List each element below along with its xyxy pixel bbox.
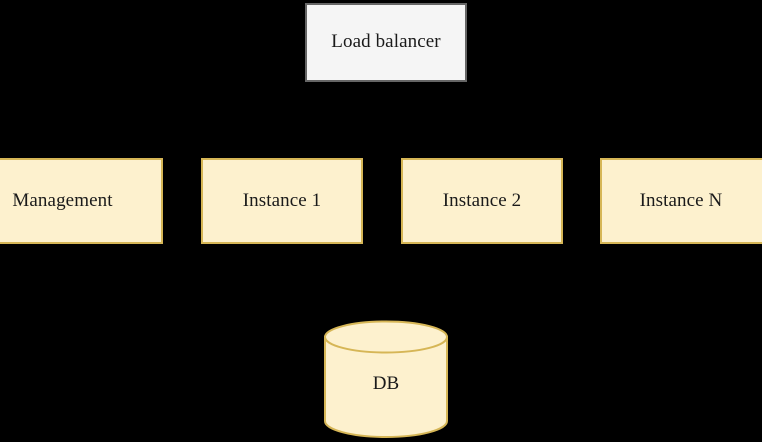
- node-db-label: DB: [372, 373, 400, 394]
- node-load-balancer[interactable]: Load balancer: [305, 3, 467, 82]
- edge-lb-to-instance-2: [385, 82, 487, 163]
- node-management[interactable]: Management: [0, 158, 163, 244]
- db-cylinder-shape: [324, 320, 448, 438]
- node-instance-n[interactable]: Instance N: [600, 158, 762, 244]
- node-instance-n-label: Instance N: [639, 189, 723, 211]
- node-db[interactable]: DB: [324, 320, 448, 438]
- node-load-balancer-label: Load balancer: [331, 31, 441, 53]
- edge-management-to-db: [76, 240, 373, 321]
- edge-instance-1-to-db: [276, 238, 381, 324]
- node-instance-1-label: Instance 1: [242, 189, 322, 211]
- edge-lb-to-instance-1: [277, 82, 387, 163]
- node-management-label: Management: [12, 189, 113, 211]
- node-instance-2-label: Instance 2: [442, 189, 522, 211]
- node-instance-1[interactable]: Instance 1: [201, 158, 363, 244]
- edge-lb-to-instance-n: [385, 82, 683, 160]
- edge-instance-2-to-db: [391, 238, 488, 324]
- node-instance-2[interactable]: Instance 2: [401, 158, 563, 244]
- edge-instance-n-to-db: [399, 240, 682, 321]
